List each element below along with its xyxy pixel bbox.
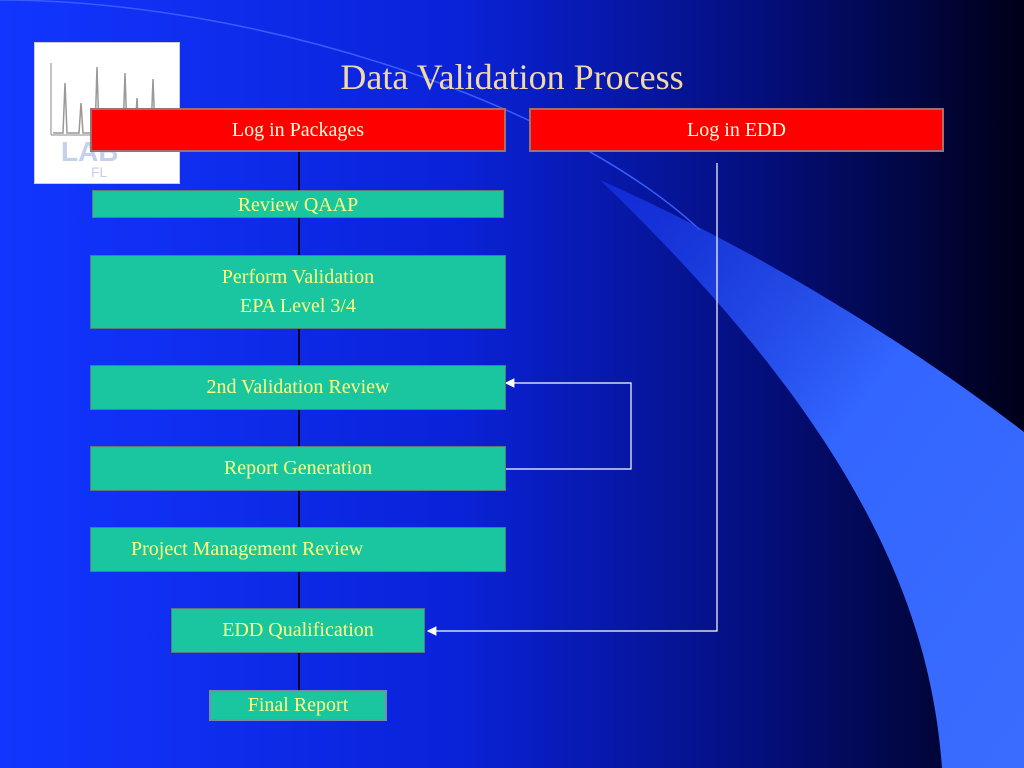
final-report-box: Final Report [209, 690, 387, 721]
slide-title: Data Validation Process [340, 57, 684, 97]
perform-validation-box: Perform Validation EPA Level 3/4 [90, 255, 506, 329]
svg-text:FL: FL [91, 164, 108, 180]
second-validation-review-label: 2nd Validation Review [206, 376, 390, 398]
final-report-label: Final Report [247, 694, 349, 716]
review-qaap-label: Review QAAP [237, 194, 359, 216]
log-in-packages-box: Log in Packages [90, 108, 506, 152]
report-generation-box: Report Generation [90, 446, 506, 491]
project-management-review-label: Project Management Review [131, 538, 364, 560]
edd-qualification-box: EDD Qualification [171, 608, 425, 653]
perform-validation-line2: EPA Level 3/4 [240, 295, 356, 317]
edd-qualification-label: EDD Qualification [222, 619, 374, 641]
log-in-edd-box: Log in EDD [529, 108, 944, 152]
report-generation-label: Report Generation [223, 457, 373, 479]
log-in-edd-label: Log in EDD [687, 118, 786, 141]
decorative-swoosh [600, 180, 1024, 768]
log-in-packages-label: Log in Packages [231, 118, 365, 141]
review-qaap-box: Review QAAP [92, 190, 504, 218]
project-management-review-box: Project Management Review [90, 527, 506, 572]
perform-validation-line1: Perform Validation [221, 266, 375, 288]
second-validation-review-box: 2nd Validation Review [90, 365, 506, 410]
